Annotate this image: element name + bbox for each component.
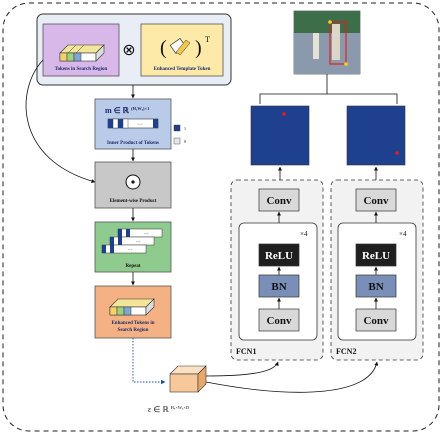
fcn1-relu-label: ReLU (265, 250, 293, 262)
fcn2-relu (355, 243, 397, 267)
output-formula: ε ∈ ℝ Hₓ×Wₓ×D (148, 405, 190, 414)
legend-label-one: 1 (184, 126, 186, 131)
heatmap-fcn2 (346, 105, 406, 166)
fcn1-conv-top (258, 188, 300, 212)
fcn2-bn-label: BN (368, 281, 383, 293)
fcn2-conv-top (355, 188, 397, 212)
fcn2-relu-label: ReLU (362, 250, 390, 262)
legend-label-zero: 0 (184, 139, 186, 144)
template-token-label: Enhanced Template Token (154, 67, 211, 72)
fcn1-name: FCN1 (236, 347, 256, 356)
arrow-output-to-fcn2 (205, 361, 379, 393)
fcn1-conv-top-label: Conv (266, 195, 292, 207)
svg-text:···: ··· (136, 240, 141, 245)
fcn2-conv-bottom (355, 308, 397, 332)
fcn1-bn (258, 274, 300, 298)
template-paren-left: ( (160, 37, 167, 59)
heatmap-fcn1-peak (282, 112, 286, 116)
legend-swatch-one (173, 124, 181, 132)
transpose-mark: T (205, 35, 210, 44)
legend-swatch-zero (173, 137, 181, 145)
svg-text:···: ··· (128, 248, 133, 253)
dotted-arrow-to-output (132, 338, 166, 385)
search-tokens-label: Tokens in Search Region (55, 67, 108, 72)
bracket-image-to-heatmaps (259, 74, 398, 104)
otimes-symbol: ⊗ (122, 42, 135, 59)
element-wise-label: Element-wise Product (110, 199, 157, 204)
inner-product-label: Inner Product of Tokens (107, 141, 159, 146)
fcn2-bn (355, 274, 397, 298)
enhanced-tokens-label-line2: Search Region (118, 328, 149, 333)
repeat-vectors: ··· ··· ··· (101, 228, 163, 254)
odot-dot (131, 180, 135, 184)
search-tokens-icon (59, 44, 105, 62)
heatmap-fcn2-peak (395, 151, 399, 155)
skip-connection-arrow (25, 59, 96, 183)
enhanced-tokens-label-line1: Enhanced Tokens in (111, 321, 154, 326)
fcn1-repeat: ×4 (300, 230, 308, 238)
heatmap-fcn1 (250, 105, 310, 166)
fcn1-bn-label: BN (271, 281, 286, 293)
tracking-image (293, 10, 361, 75)
inner-product-vector: ··· (107, 118, 159, 129)
fcn2-repeat: ×4 (399, 230, 407, 238)
fcn2-conv-top-label: Conv (363, 195, 389, 207)
svg-text:···: ··· (144, 232, 149, 237)
template-token-icon (169, 37, 191, 56)
fcn1-relu (258, 243, 300, 267)
repeat-label: Repeat (126, 264, 141, 269)
arrow-output-to-fcn1 (205, 361, 279, 377)
fcn2-name: FCN2 (336, 347, 356, 356)
enhanced-tokens-icon (109, 298, 155, 316)
fcn1-head: Conv ×4 ReLU BN Conv FCN1 (230, 179, 324, 361)
template-paren-right: ) (195, 37, 202, 59)
fcn1-conv-bottom (258, 308, 300, 332)
fcn2-conv-bottom-label: Conv (363, 315, 389, 327)
output-tensor (169, 365, 207, 393)
fcn2-head: Conv ×4 ReLU BN Conv FCN2 (330, 179, 424, 361)
m-formula: m ∈ ℝ (HₓWₓ)×1 (105, 106, 150, 115)
fcn1-conv-bottom-label: Conv (266, 315, 292, 327)
svg-text:···: ··· (137, 122, 143, 128)
